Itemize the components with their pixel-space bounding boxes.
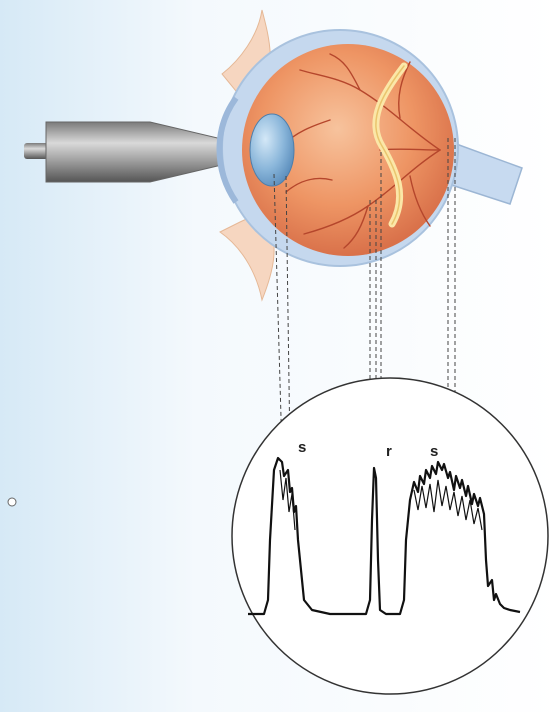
oscilloscope-screen-icon bbox=[232, 378, 548, 694]
bullet-dot bbox=[8, 498, 16, 506]
label-s-left: s bbox=[298, 439, 306, 456]
lens bbox=[250, 114, 294, 186]
label-r: r bbox=[386, 443, 392, 460]
label-s-right: s bbox=[430, 443, 438, 460]
